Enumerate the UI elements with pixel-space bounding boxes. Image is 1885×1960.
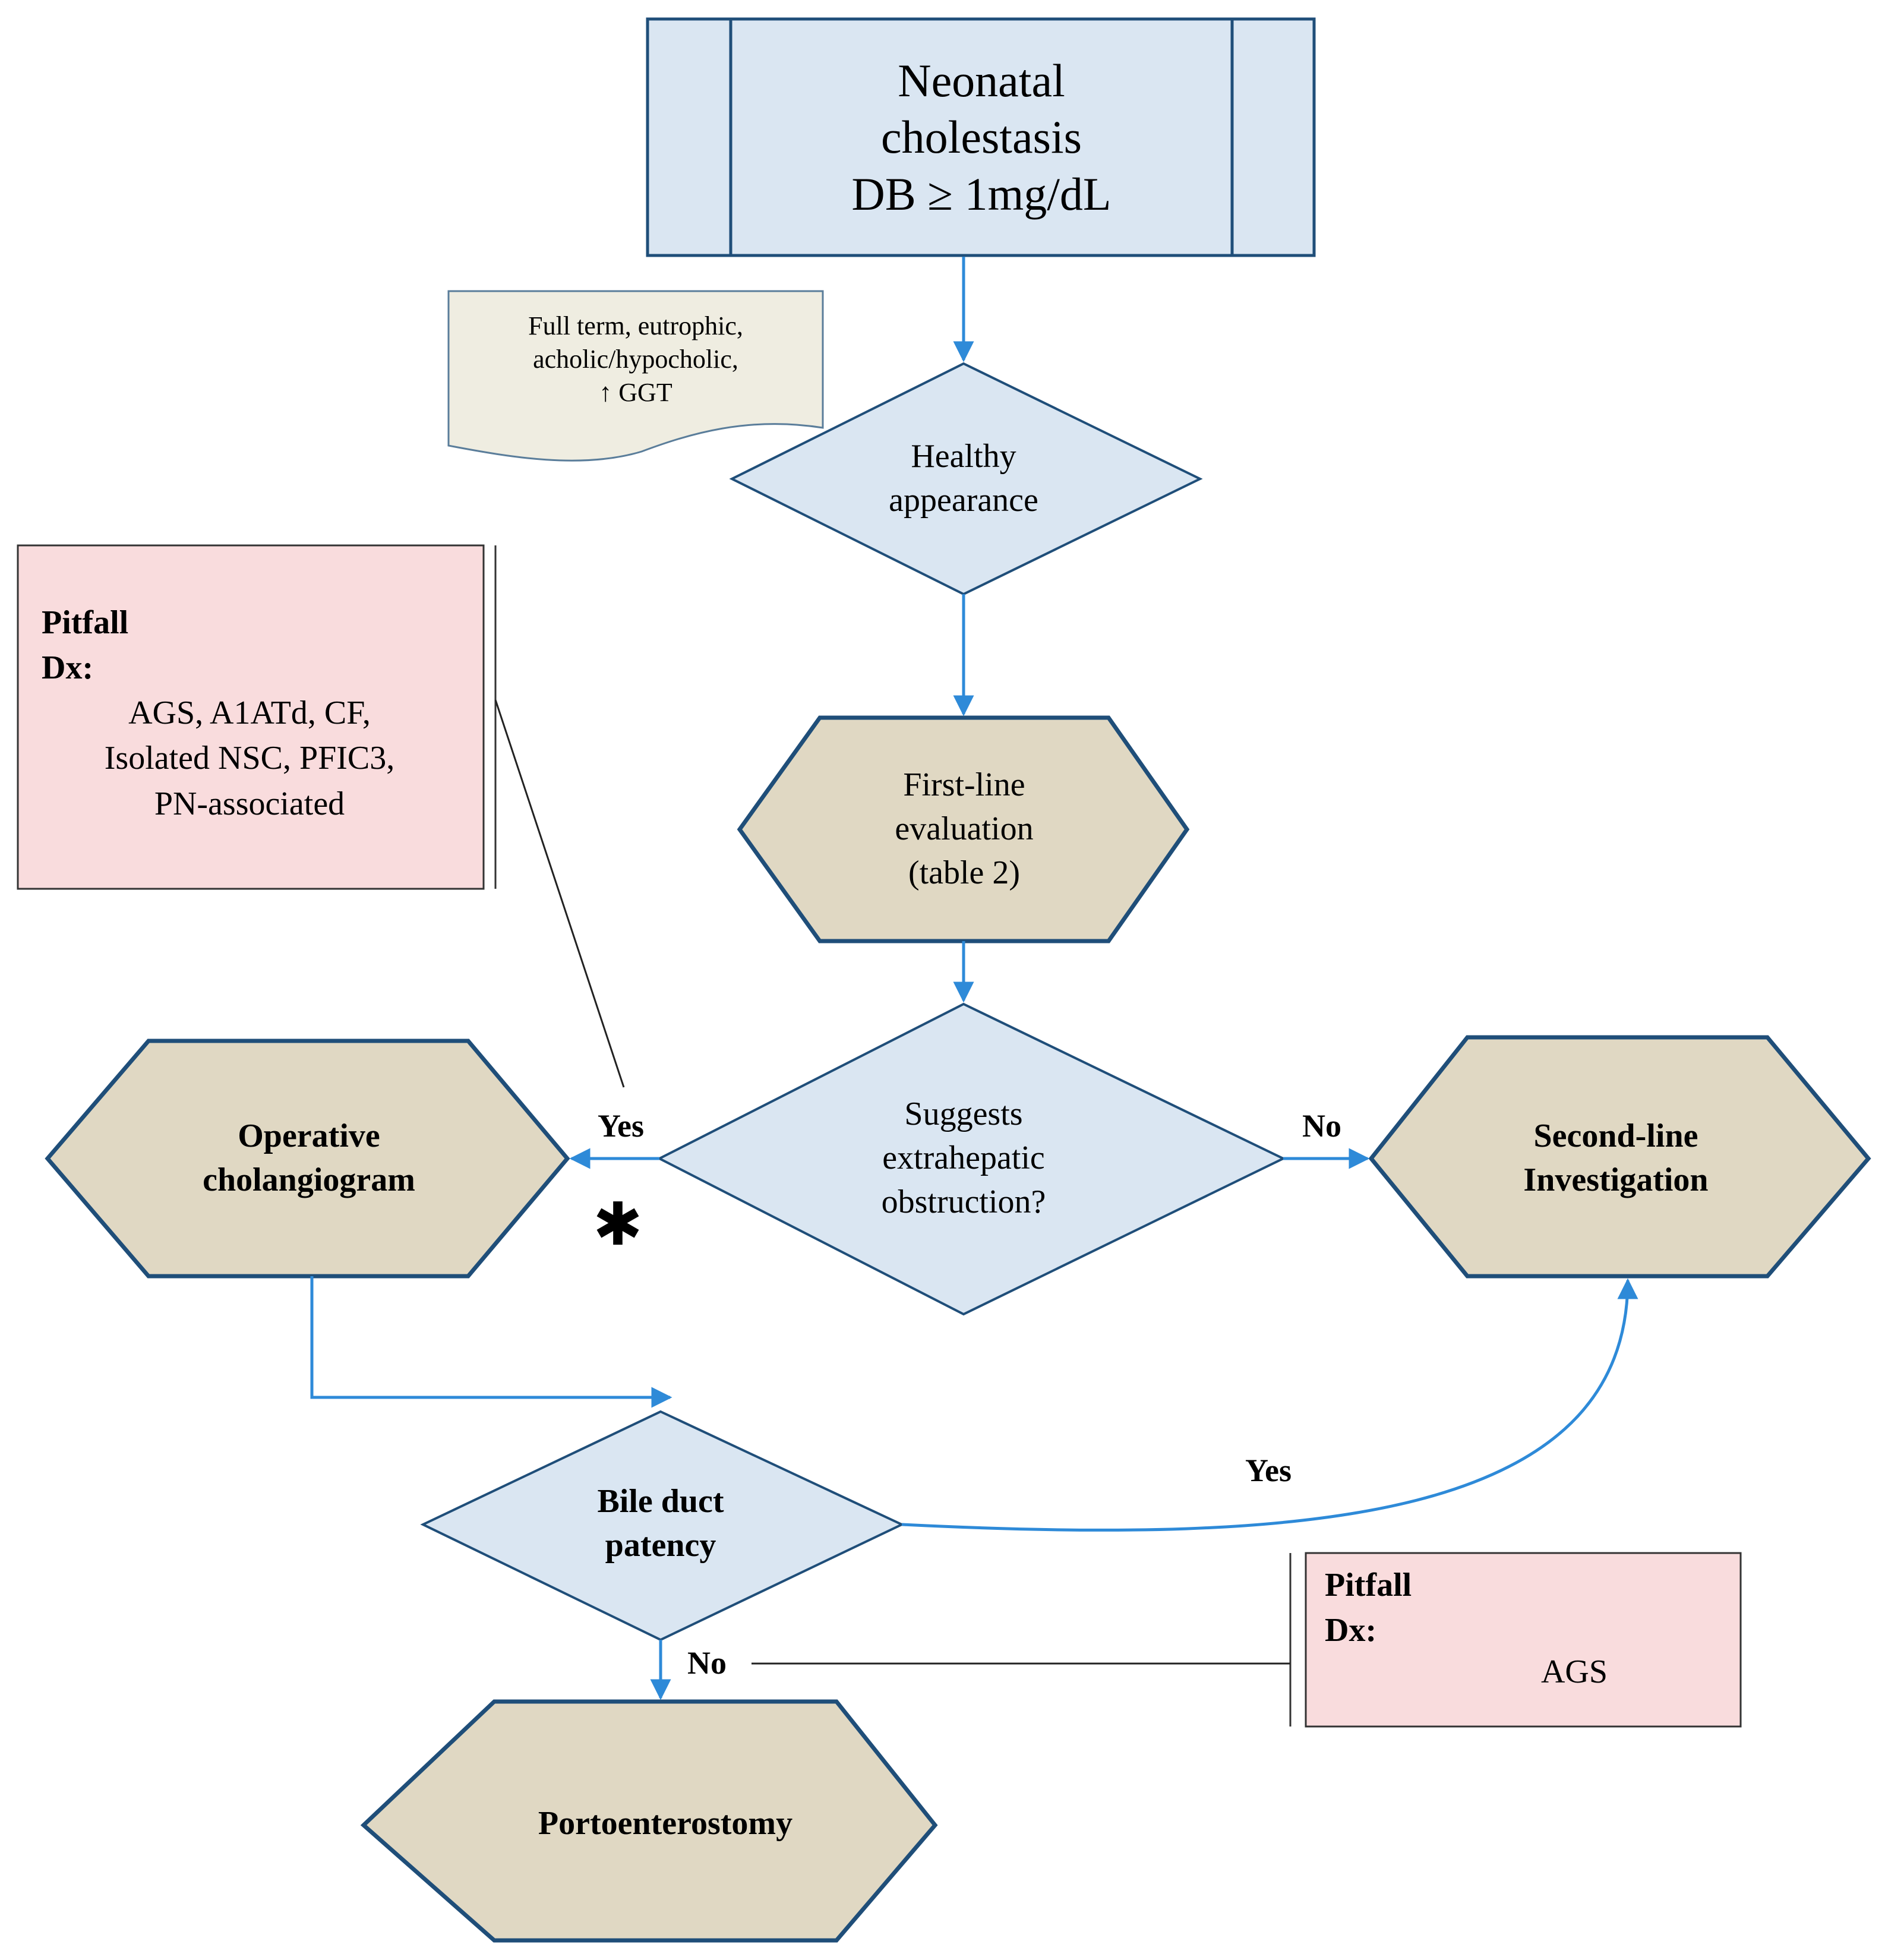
suggests-line-2: extrahepatic [882,1140,1045,1177]
start-line-3: DB ≥ 1mg/dL [851,168,1112,220]
bile-line-2: patency [605,1527,716,1564]
first-line-label: First-line evaluation (table 2) [820,743,1109,916]
start-label: Neonatal cholestasis DB ≥ 1mg/dL [731,19,1232,255]
operative-line-2: cholangiogram [203,1162,415,1198]
pitfall-bottom-items: AGS [1325,1649,1717,1694]
pitfall-bottom-dx: Dx: [1325,1612,1377,1649]
pitfall-top-text: Pitfall Dx: AGS, A1ATd, CF, Isolated NSC… [42,600,457,826]
bile-line-1: Bile duct [597,1483,724,1520]
suggests-label: Suggests extrahepatic obstruction? [802,1069,1125,1248]
first-line-line-1: First-line [903,766,1025,804]
pitfall-bottom-box [1289,1552,1742,1728]
pitfall-top-title: Pitfall [42,604,129,641]
suggests-line-1: Suggests [904,1096,1023,1133]
pitfall-top-item-1: AGS, A1ATd, CF, [128,695,371,732]
first-line-line-3: (table 2) [908,854,1021,891]
note-label: Full term, eutrophic, acholic/hypocholic… [449,297,823,422]
second-line-hexagon [1368,1035,1871,1279]
portoenterostomy-hexagon [360,1699,938,1943]
note-document-shape [447,290,824,462]
porto-label: Portoenterostomy [451,1788,879,1860]
pitfall-bottom-text: Pitfall Dx: AGS [1325,1563,1717,1694]
second-line-line-2: Investigation [1523,1162,1709,1198]
bile-label: Bile duct patency [518,1467,803,1580]
second-line-line-1: Second-line [1533,1118,1698,1155]
suggests-obstruction-diamond [656,1002,1286,1316]
arrow-bile-to-secondline [901,1278,1638,1532]
start-line-1: Neonatal [898,55,1065,107]
arrow-operative-to-bile [310,1276,672,1408]
start-line-2: cholestasis [881,111,1082,163]
operative-cholangiogram-hexagon [45,1039,570,1279]
pitfall-top-dx: Dx: [42,649,94,687]
first-line-line-2: evaluation [895,810,1034,848]
first-line-hexagon [737,715,1190,943]
second-line-label: Second-line Investigation [1426,1099,1806,1218]
note-line-3: ↑ GGT [599,377,672,407]
pitfall-bottom-item-1: AGS [1540,1653,1608,1691]
pitfall-top-item-3: PN-associated [154,785,345,822]
porto-line-1: Portoenterostomy [538,1805,793,1842]
edge-yes-left: Yes [598,1108,644,1144]
edge-yes-curve: Yes [1245,1453,1292,1488]
pitfall-top-item-2: Isolated NSC, PFIC3, [104,740,395,777]
edge-no-down: No [687,1645,727,1681]
note-line-2: acholic/hypocholic, [533,345,738,374]
edge-no-right: No [1302,1108,1341,1144]
start-process-box [646,17,1316,257]
pitfall-top-box [17,544,497,890]
healthy-line-2: appearance [889,482,1038,519]
healthy-label: Healthy appearance [832,422,1095,536]
asterisk-icon: ✱ [593,1189,643,1259]
operative-label: Operative cholangiogram [119,1099,499,1218]
suggests-line-3: obstruction? [881,1183,1046,1220]
pitfall-bottom-title: Pitfall [1325,1567,1412,1604]
healthy-line-1: Healthy [911,438,1016,475]
note-line-1: Full term, eutrophic, [528,311,743,341]
operative-line-1: Operative [238,1118,380,1155]
pitfall-top-leader [494,699,625,1088]
pitfall-top-items: AGS, A1ATd, CF, Isolated NSC, PFIC3, PN-… [42,690,457,826]
